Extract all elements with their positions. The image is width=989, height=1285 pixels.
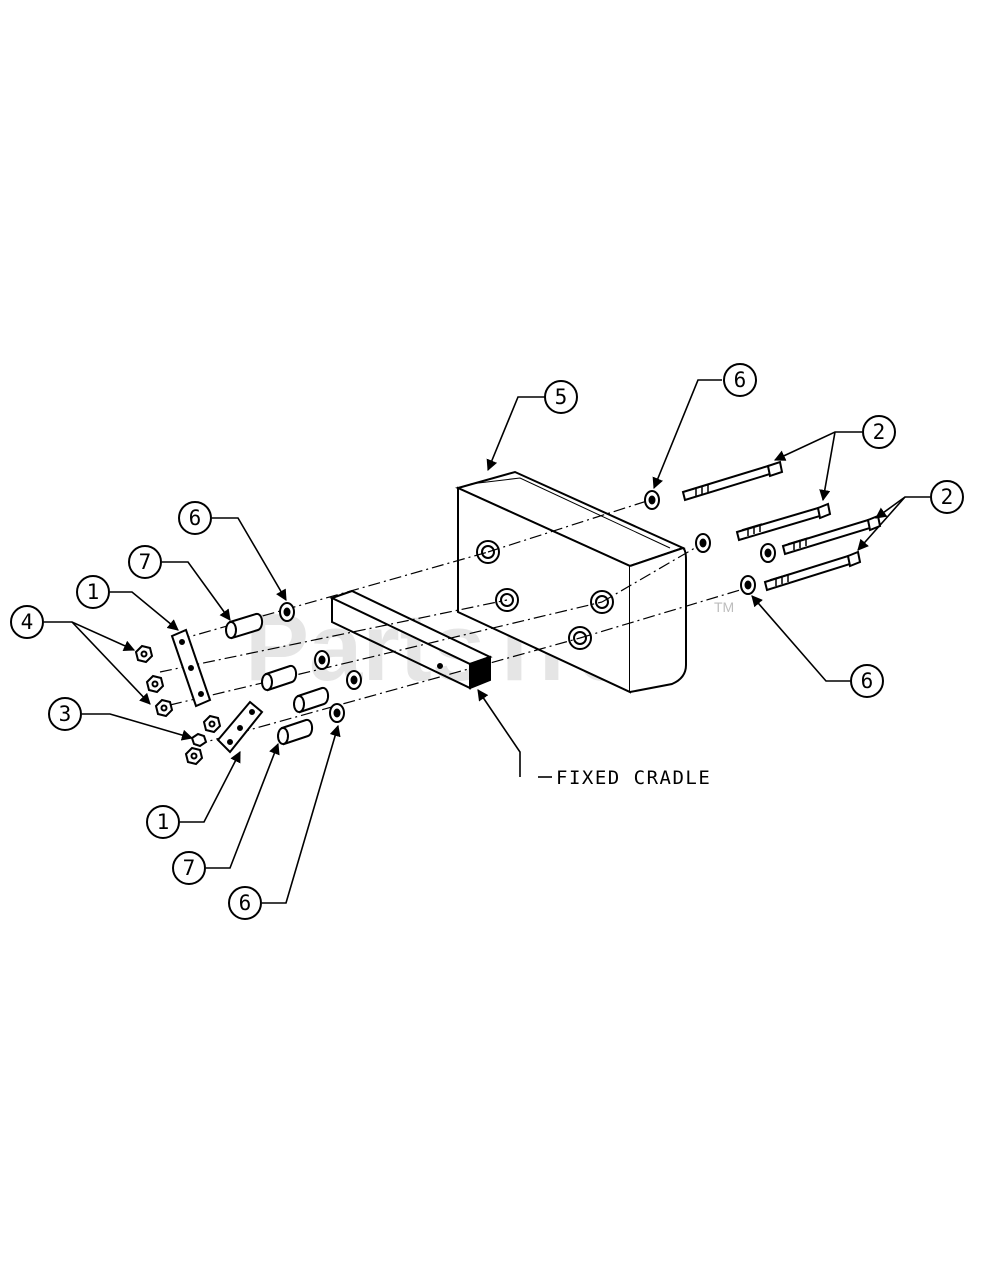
callout-1-bottom: 1 — [146, 805, 180, 839]
callout-7-bottom: 7 — [172, 851, 206, 885]
callout-6-right-number: 6 — [861, 669, 874, 693]
callout-7-top: 7 — [128, 545, 162, 579]
spacers — [225, 612, 330, 746]
callout-2-right-number: 2 — [941, 485, 954, 509]
callout-1-top: 1 — [76, 575, 110, 609]
callout-4-number: 4 — [21, 610, 34, 634]
callout-1-bottom-number: 1 — [157, 810, 170, 834]
callout-7-bottom-number: 7 — [183, 856, 196, 880]
fixed-cradle-label: FIXED CRADLE — [556, 767, 711, 789]
bolt-1 — [681, 460, 784, 502]
bolt-4 — [763, 550, 862, 592]
callout-2-top-number: 2 — [873, 420, 886, 444]
plates — [170, 628, 264, 754]
callout-6-left-number: 6 — [189, 506, 202, 530]
bolt-2 — [735, 502, 832, 542]
callout-3-number: 3 — [59, 702, 72, 726]
callout-6-top-number: 6 — [734, 368, 747, 392]
trademark-text: TM — [714, 599, 734, 615]
callout-4: 4 — [10, 605, 44, 639]
callout-3: 3 — [48, 697, 82, 731]
leader-lines — [44, 379, 930, 904]
callout-2-top: 2 — [862, 415, 896, 449]
callout-6-right: 6 — [850, 664, 884, 698]
center-lines — [159, 499, 741, 746]
callout-6-bottom-number: 6 — [239, 891, 252, 915]
callout-6-top: 6 — [723, 363, 757, 397]
callout-6-bottom: 6 — [228, 886, 262, 920]
callout-6-left: 6 — [178, 501, 212, 535]
callout-7-top-number: 7 — [139, 550, 152, 574]
callout-5-number: 5 — [555, 385, 568, 409]
washers — [279, 490, 776, 723]
bolts — [681, 460, 882, 592]
weight-block — [455, 470, 687, 694]
callout-1-top-number: 1 — [87, 580, 100, 604]
nuts — [134, 644, 222, 766]
fixed-cradle — [329, 589, 493, 690]
callout-2-right: 2 — [930, 480, 964, 514]
callout-5: 5 — [544, 380, 578, 414]
bolt-small-1 — [190, 732, 208, 748]
